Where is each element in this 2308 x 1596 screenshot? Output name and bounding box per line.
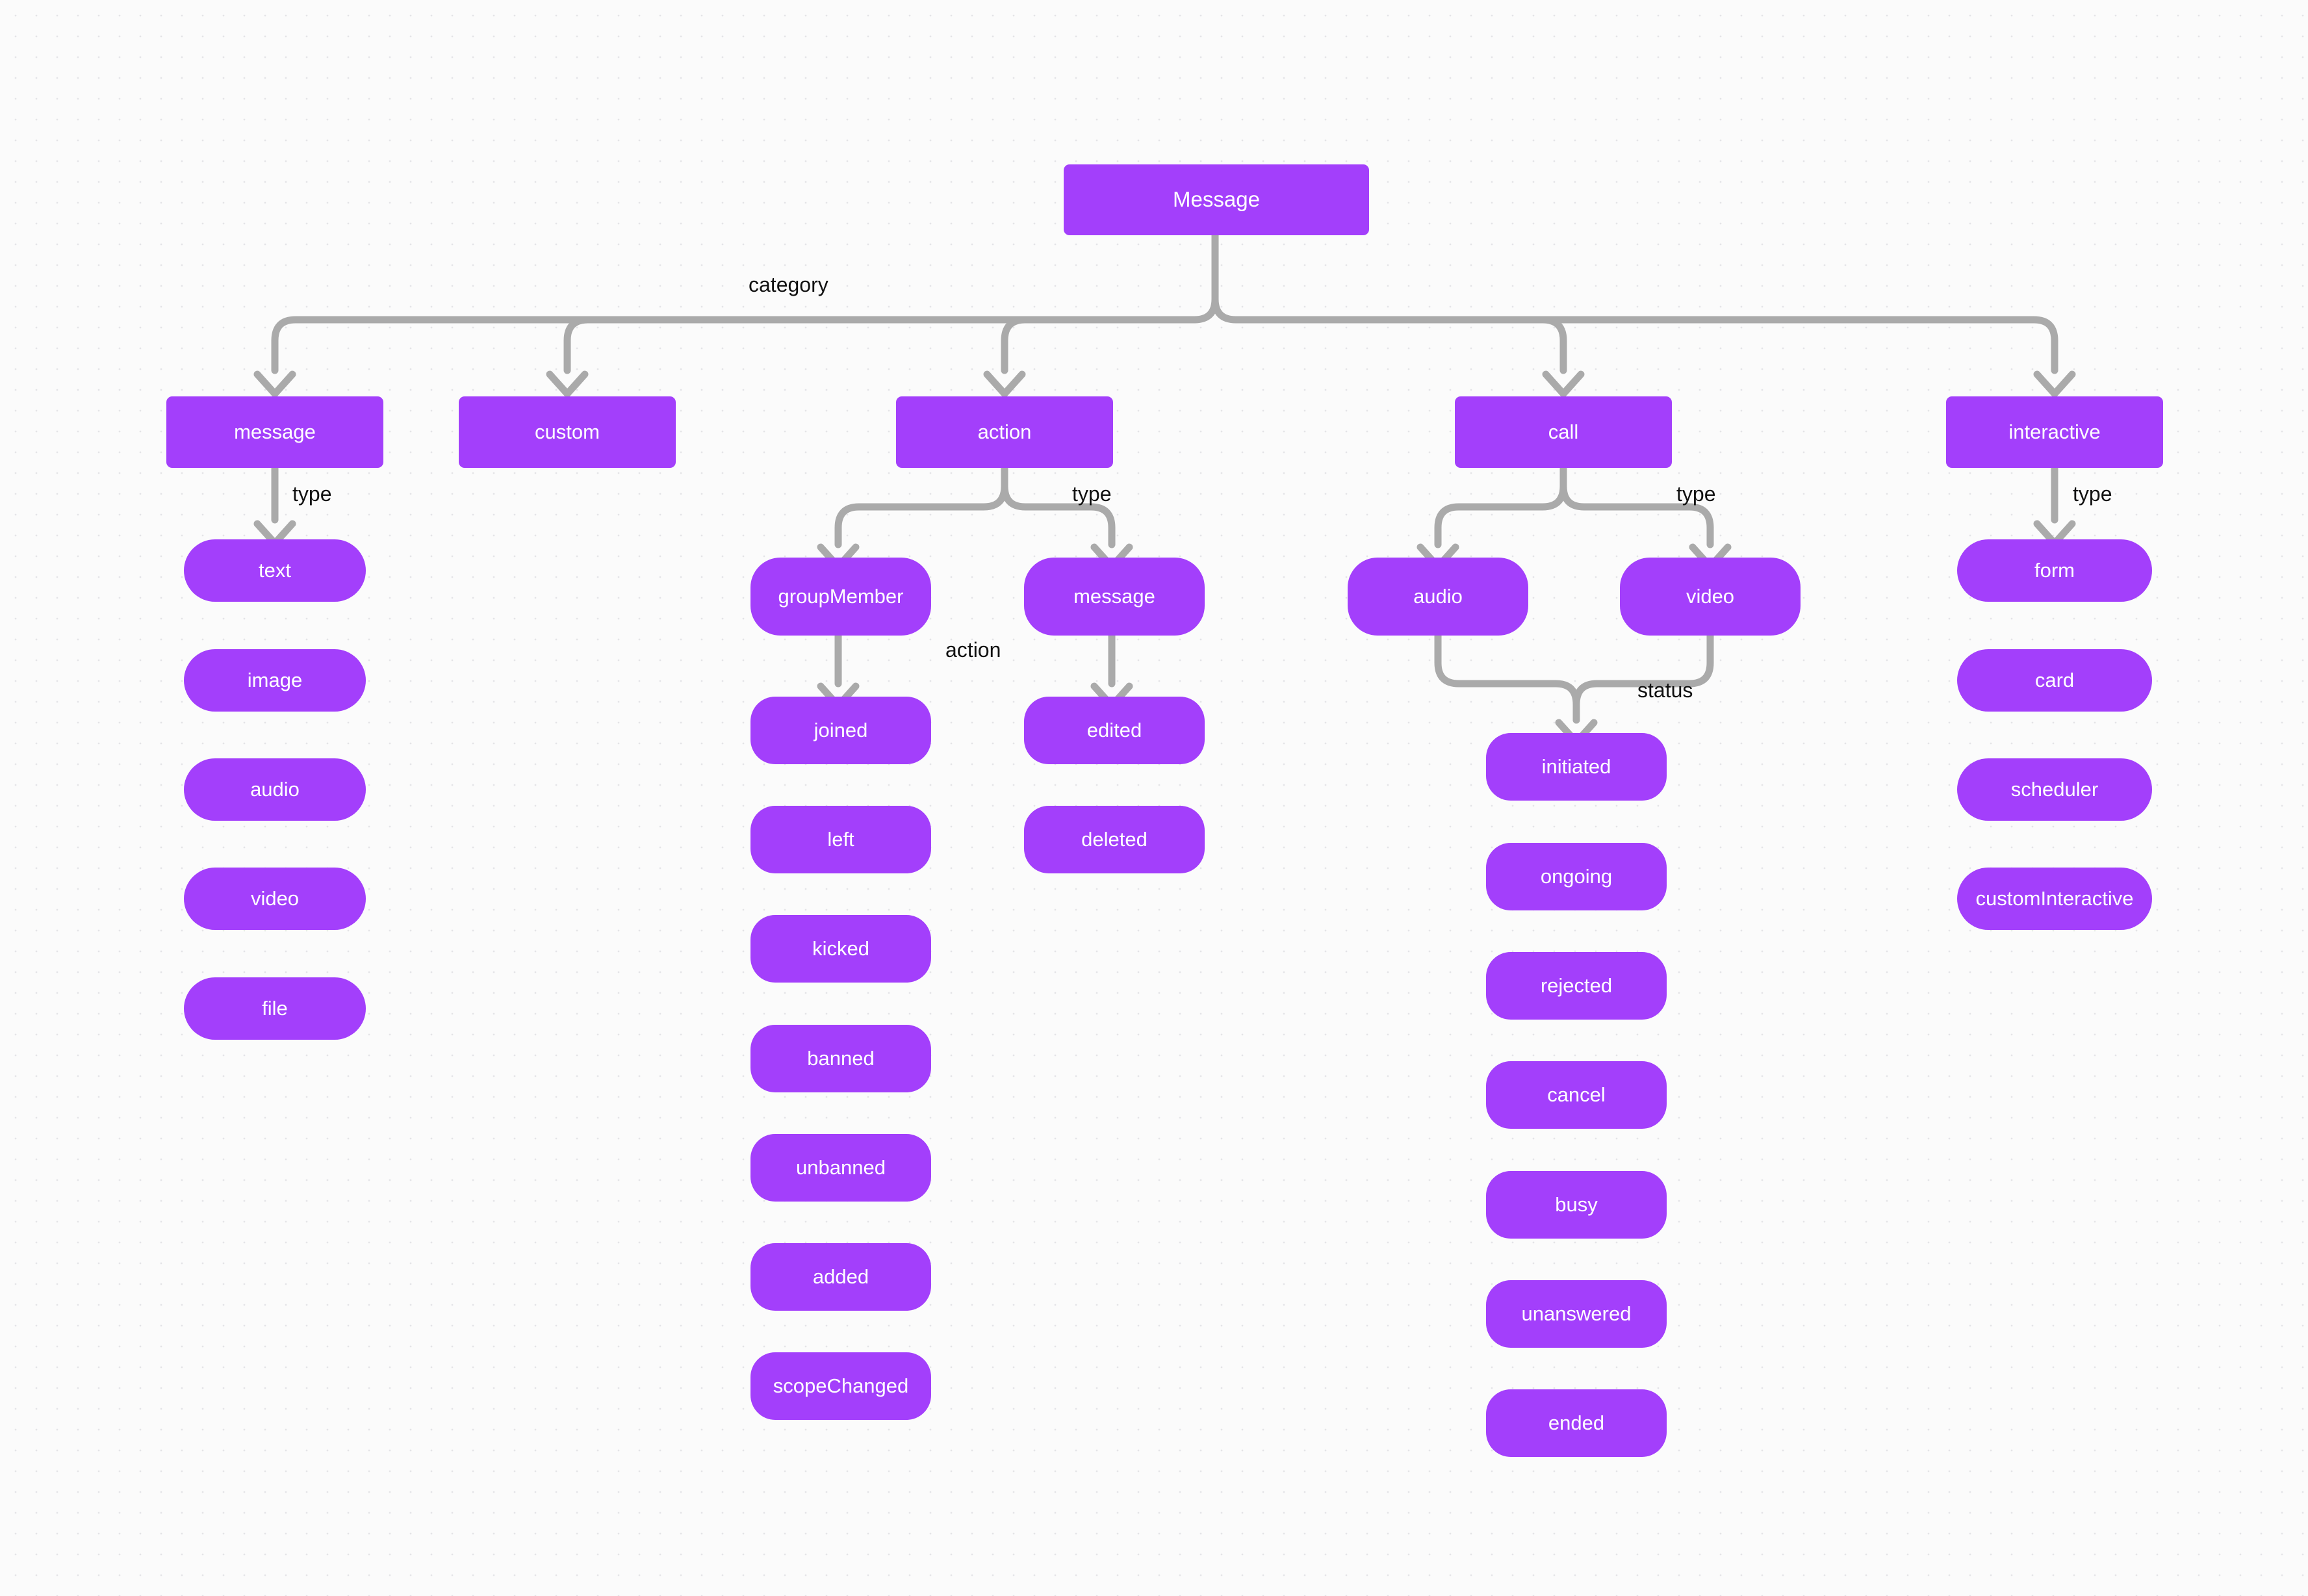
- edge-label-type-action: type: [1072, 482, 1112, 506]
- node-message-type-audio[interactable]: audio: [184, 758, 366, 821]
- node-groupmember-action-joined[interactable]: joined: [750, 697, 931, 764]
- node-root-message[interactable]: Message: [1064, 164, 1369, 235]
- node-call-type-audio[interactable]: audio: [1348, 558, 1528, 636]
- node-action-type-groupmember[interactable]: groupMember: [750, 558, 931, 636]
- node-category-action[interactable]: action: [896, 396, 1113, 468]
- node-call-status-ended[interactable]: ended: [1486, 1389, 1667, 1457]
- arrowhead-action: [987, 374, 1022, 394]
- node-call-status-unanswered[interactable]: unanswered: [1486, 1280, 1667, 1348]
- node-groupmember-action-banned[interactable]: banned: [750, 1025, 931, 1092]
- edge-label-type-call: type: [1676, 482, 1716, 506]
- arrowhead-custom: [550, 374, 585, 394]
- node-groupmember-action-unbanned[interactable]: unbanned: [750, 1134, 931, 1202]
- node-message-type-image[interactable]: image: [184, 649, 366, 712]
- edge-root-to-call: [1211, 295, 1567, 374]
- node-category-interactive[interactable]: interactive: [1946, 396, 2163, 468]
- edge-call-to-audio: [1434, 464, 1567, 548]
- node-call-status-rejected[interactable]: rejected: [1486, 952, 1667, 1020]
- arrowhead-interactive: [2037, 374, 2072, 394]
- node-call-status-ongoing[interactable]: ongoing: [1486, 843, 1667, 910]
- node-interactive-type-card[interactable]: card: [1957, 649, 2152, 712]
- node-message-action-deleted[interactable]: deleted: [1024, 806, 1205, 873]
- edge-label-type-interactive: type: [2073, 482, 2112, 506]
- edge-root-to-custom: [563, 316, 1198, 374]
- node-category-custom[interactable]: custom: [459, 396, 676, 468]
- node-groupmember-action-added[interactable]: added: [750, 1243, 931, 1311]
- node-message-action-edited[interactable]: edited: [1024, 697, 1205, 764]
- edge-label-type-message: type: [292, 482, 332, 506]
- node-call-status-cancel[interactable]: cancel: [1486, 1061, 1667, 1129]
- node-action-type-message[interactable]: message: [1024, 558, 1205, 636]
- node-category-call[interactable]: call: [1455, 396, 1672, 468]
- edge-root-to-message: [271, 295, 1219, 374]
- edge-label-action: action: [945, 638, 1001, 662]
- node-call-type-video[interactable]: video: [1620, 558, 1801, 636]
- edge-label-status: status: [1637, 678, 1693, 702]
- node-call-status-initiated[interactable]: initiated: [1486, 733, 1667, 801]
- node-interactive-type-custominteractive[interactable]: customInteractive: [1957, 868, 2152, 930]
- edge-label-category: category: [749, 273, 828, 296]
- arrowhead-call: [1546, 374, 1581, 394]
- edge-root-to-interactive: [1232, 316, 2058, 374]
- node-message-type-text[interactable]: text: [184, 539, 366, 602]
- edge-video-to-initiated: [1572, 632, 1714, 724]
- edge-root-to-action: [1001, 316, 1198, 374]
- edge-audio-to-initiated: [1434, 632, 1580, 724]
- node-groupmember-action-kicked[interactable]: kicked: [750, 915, 931, 983]
- node-interactive-type-scheduler[interactable]: scheduler: [1957, 758, 2152, 821]
- arrowhead-message: [257, 374, 292, 394]
- node-message-type-file[interactable]: file: [184, 977, 366, 1040]
- node-groupmember-action-scopechanged[interactable]: scopeChanged: [750, 1352, 931, 1420]
- edge-action-to-groupmember: [834, 464, 1008, 548]
- node-groupmember-action-left[interactable]: left: [750, 806, 931, 873]
- node-category-message[interactable]: message: [166, 396, 383, 468]
- node-call-status-busy[interactable]: busy: [1486, 1171, 1667, 1239]
- node-interactive-type-form[interactable]: form: [1957, 539, 2152, 602]
- node-message-type-video[interactable]: video: [184, 868, 366, 930]
